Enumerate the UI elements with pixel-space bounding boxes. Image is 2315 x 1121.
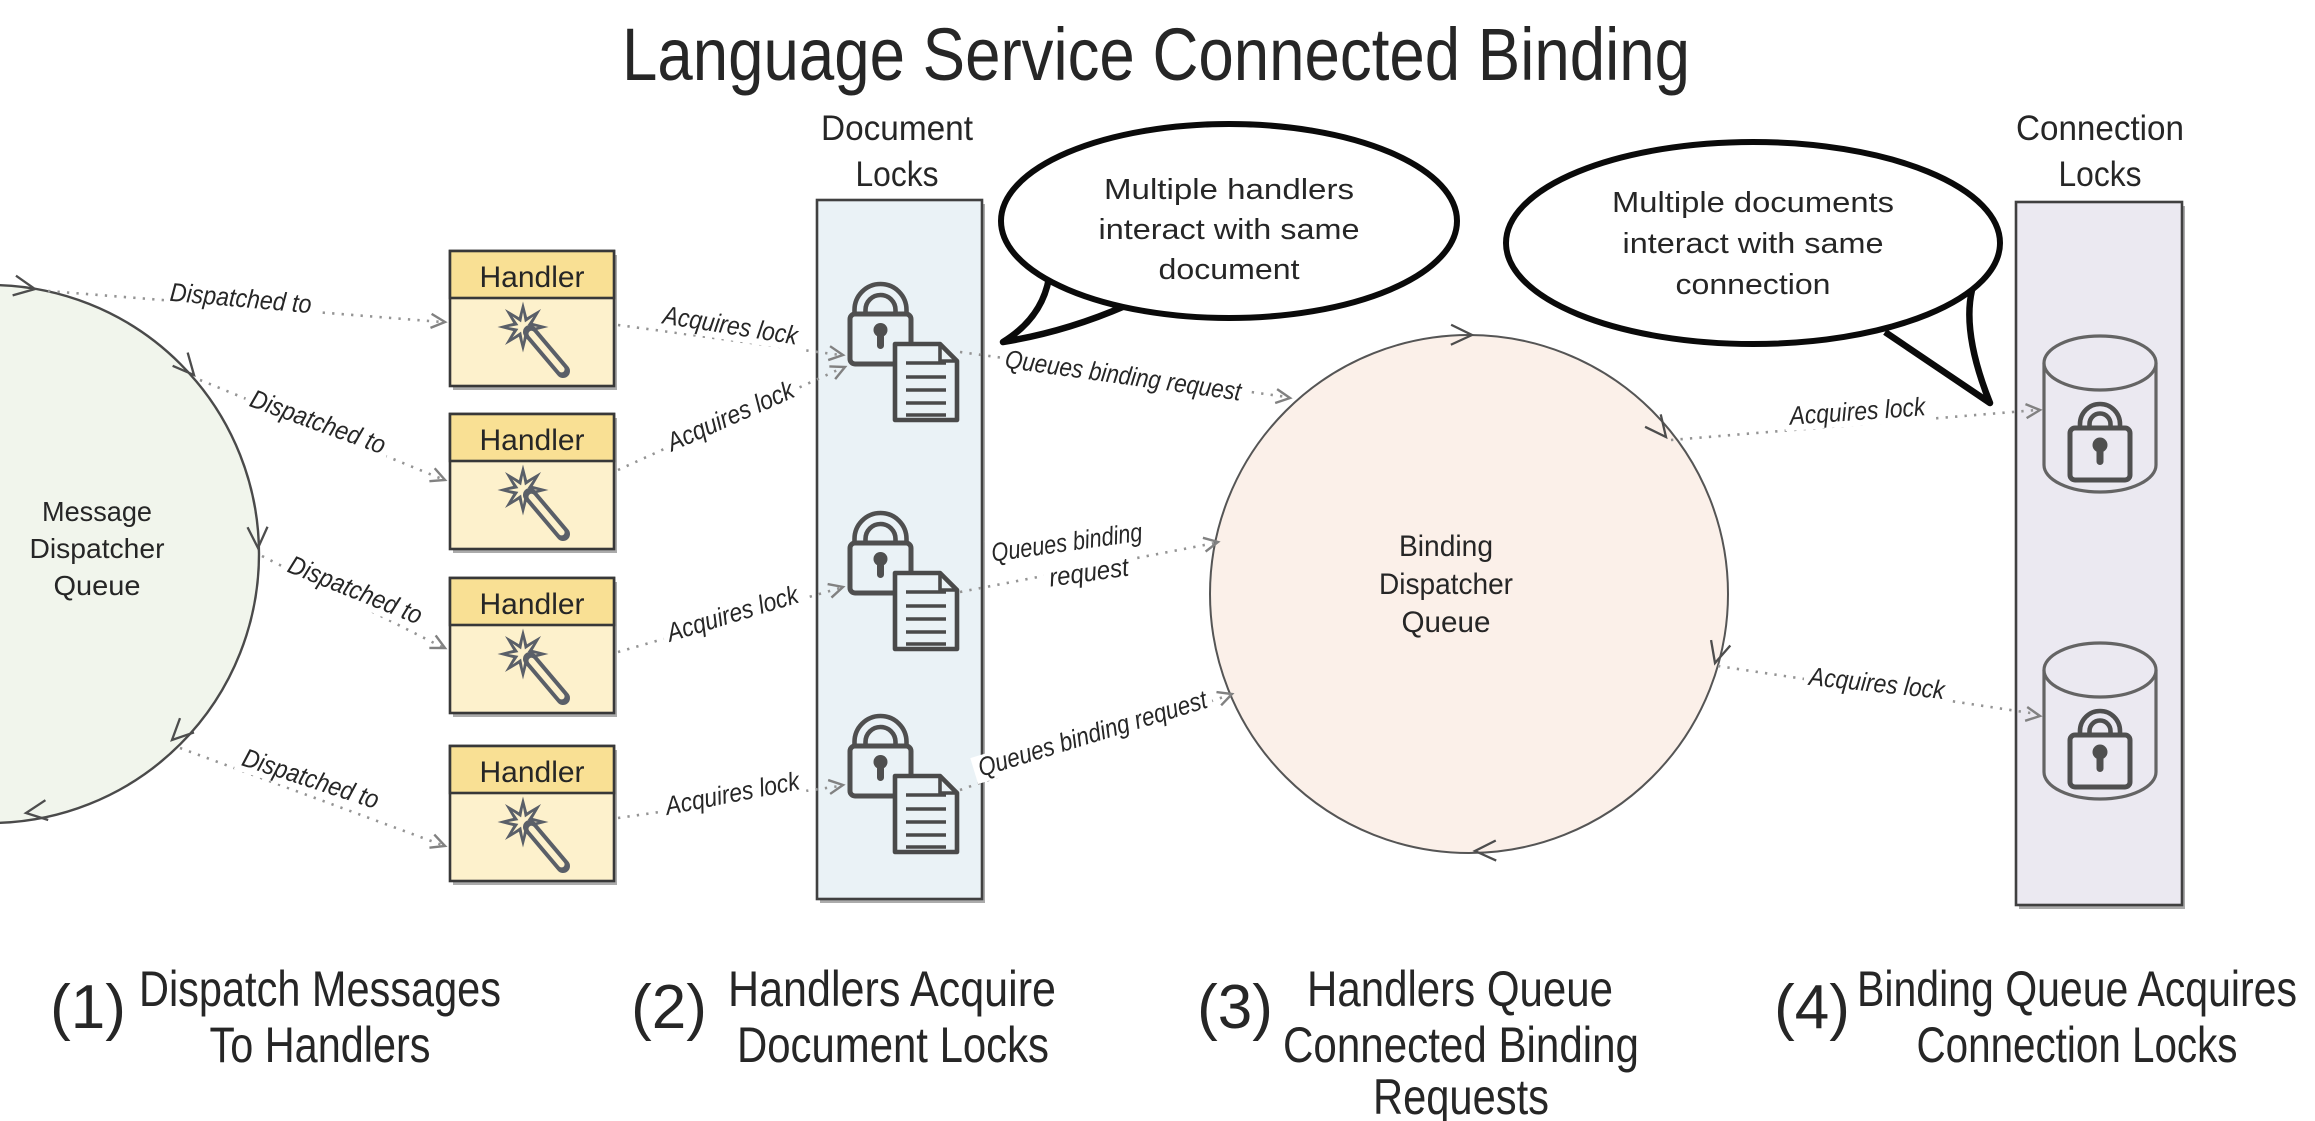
svg-text:Locks: Locks bbox=[2059, 155, 2142, 194]
svg-text:(2): (2) bbox=[631, 973, 707, 1042]
svg-text:Queue: Queue bbox=[54, 570, 141, 601]
svg-text:Message: Message bbox=[42, 496, 152, 527]
svg-text:Handlers Acquire: Handlers Acquire bbox=[728, 961, 1056, 1017]
svg-text:Binding Queue Acquires: Binding Queue Acquires bbox=[1857, 961, 2297, 1017]
svg-text:interact with same: interact with same bbox=[1623, 228, 1884, 260]
svg-text:document: document bbox=[1159, 254, 1300, 286]
svg-text:Multiple documents: Multiple documents bbox=[1612, 187, 1894, 219]
svg-text:Multiple handlers: Multiple handlers bbox=[1104, 174, 1354, 206]
svg-text:Locks: Locks bbox=[856, 155, 939, 194]
svg-text:Connection Locks: Connection Locks bbox=[1917, 1017, 2238, 1073]
svg-text:Dispatcher: Dispatcher bbox=[1379, 568, 1513, 601]
svg-text:Binding: Binding bbox=[1399, 530, 1493, 563]
svg-text:connection: connection bbox=[1676, 269, 1831, 301]
svg-text:(1): (1) bbox=[50, 973, 126, 1042]
svg-text:Requests: Requests bbox=[1373, 1069, 1549, 1121]
svg-text:Document: Document bbox=[821, 109, 973, 148]
svg-text:Dispatch Messages: Dispatch Messages bbox=[139, 961, 501, 1017]
svg-text:Handlers Queue: Handlers Queue bbox=[1307, 961, 1613, 1017]
svg-text:Queue: Queue bbox=[1402, 606, 1491, 639]
svg-text:interact with same: interact with same bbox=[1099, 214, 1360, 246]
svg-text:Language Service Connected Bin: Language Service Connected Binding bbox=[622, 13, 1690, 96]
svg-text:Dispatcher: Dispatcher bbox=[30, 533, 165, 564]
svg-text:Connected Binding: Connected Binding bbox=[1283, 1017, 1639, 1073]
svg-text:(3): (3) bbox=[1197, 973, 1273, 1042]
svg-text:Document Locks: Document Locks bbox=[737, 1017, 1049, 1073]
svg-text:Connection: Connection bbox=[2016, 109, 2184, 148]
svg-text:(4): (4) bbox=[1774, 973, 1850, 1042]
svg-text:To Handlers: To Handlers bbox=[210, 1017, 431, 1073]
